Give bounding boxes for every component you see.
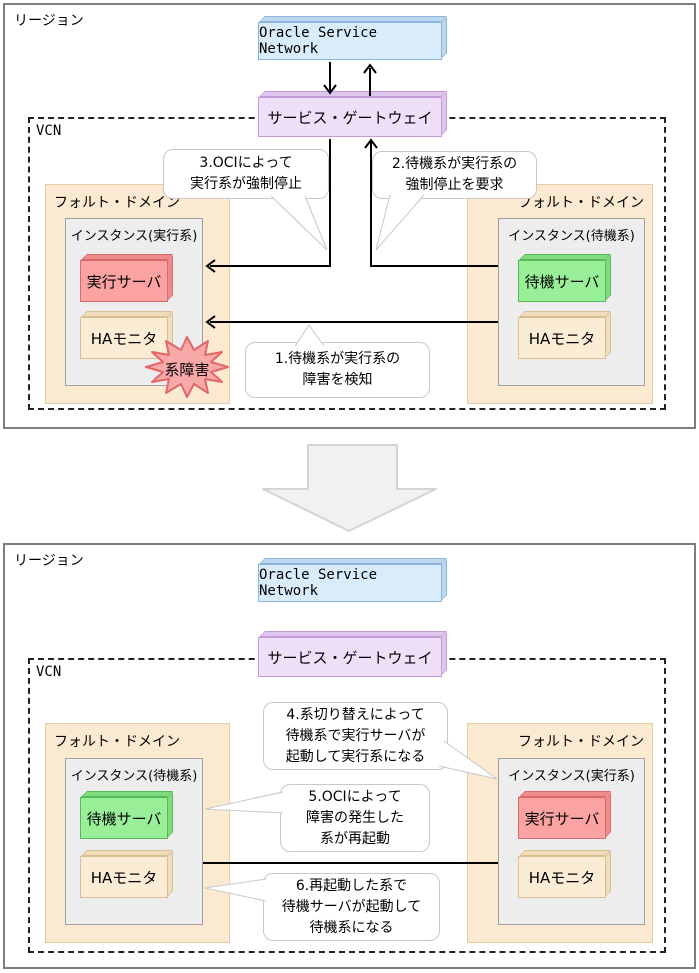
instance-left-bottom: インスタンス(待機系) — [65, 758, 203, 925]
callout-step5-line3: 系が再起動 — [320, 830, 390, 847]
active-server-label-bottom: 実行サーバ — [524, 809, 600, 828]
callout-step4-line1: 4.系切り替えによって — [286, 706, 425, 723]
vcn-label-top: VCN — [36, 123, 62, 139]
callout-step6-line2: 待機サーバが起動して — [281, 898, 422, 915]
standby-server-label-bottom: 待機サーバ — [86, 809, 162, 828]
callout-step6-line1: 6.再起動した系で — [295, 877, 408, 894]
ha-monitor-right-top-label: HAモニタ — [528, 329, 596, 348]
instance-right-top: インスタンス(待機系) — [498, 218, 645, 386]
ha-monitor-right-top: HAモニタ — [518, 317, 606, 359]
standby-server-node-top: 待機サーバ — [518, 260, 606, 302]
callout-step3-line2: 実行系が強制停止 — [190, 176, 302, 192]
instance-right-bottom-label: インスタンス(実行系) — [508, 769, 635, 784]
callout-step1-line2: 障害を検知 — [302, 372, 373, 388]
ha-monitor-right-bottom: HAモニタ — [518, 856, 606, 898]
callout-step1: 1.待機系が実行系の 障害を検知 — [245, 342, 430, 398]
fault-domain-left-bottom-label: フォルト・ドメイン — [54, 734, 180, 750]
oracle-service-network-label-top: Oracle Service Network — [259, 25, 378, 57]
callout-step5-line1: 5.OCIによって — [308, 788, 402, 805]
fault-domain-right-top-label: フォルト・ドメイン — [518, 195, 644, 211]
active-server-label-top: 実行サーバ — [86, 272, 162, 291]
callout-step4: 4.系切り替えによって 待機系で実行サーバが 起動して実行系になる — [263, 702, 448, 770]
region-label-bottom: リージョン — [14, 553, 84, 569]
service-gateway-label-bottom: サービス・ゲートウェイ — [267, 648, 433, 667]
instance-right-bottom: インスタンス(実行系) — [498, 758, 645, 925]
service-gateway-node-top: サービス・ゲートウェイ — [258, 97, 442, 137]
callout-step1-line1: 1.待機系が実行系の — [274, 351, 401, 367]
instance-right-top-label: インスタンス(待機系) — [508, 229, 635, 244]
ha-monitor-left-bottom: HAモニタ — [80, 856, 168, 898]
fault-domain-right-bottom-label: フォルト・ドメイン — [518, 734, 644, 750]
vcn-label-bottom: VCN — [36, 664, 62, 680]
callout-step5-line2: 障害の発生した — [306, 809, 404, 826]
instance-left-top-label: インスタンス(実行系) — [70, 229, 198, 244]
callout-step5: 5.OCIによって 障害の発生した 系が再起動 — [280, 784, 430, 852]
callout-step3: 3.OCIによって 実行系が強制停止 — [163, 149, 329, 199]
standby-server-node-bottom: 待機サーバ — [80, 797, 168, 839]
oracle-service-network-label-bottom: Oracle Service Network — [259, 567, 378, 599]
failure-burst-label: 系障害 — [164, 361, 210, 379]
ha-monitor-left-top: HAモニタ — [80, 317, 168, 359]
fault-domain-left-top-label: フォルト・ドメイン — [54, 195, 180, 211]
callout-step4-line3: 起動して実行系になる — [285, 748, 426, 765]
region-label-top: リージョン — [14, 13, 84, 29]
callout-step2: 2.待機系が実行系の 強制停止を要求 — [372, 151, 537, 199]
ha-monitor-left-top-label: HAモニタ — [90, 329, 158, 348]
oracle-service-network-node-top: Oracle Service Network — [258, 22, 442, 60]
standby-server-label-top: 待機サーバ — [524, 272, 600, 291]
service-gateway-label-top: サービス・ゲートウェイ — [267, 108, 433, 127]
service-gateway-node-bottom: サービス・ゲートウェイ — [258, 637, 442, 677]
callout-step4-line2: 待機系で実行サーバが — [285, 727, 426, 744]
instance-left-bottom-label: インスタンス(待機系) — [70, 769, 198, 784]
active-server-node-bottom: 実行サーバ — [518, 797, 606, 839]
callout-step6: 6.再起動した系で 待機サーバが起動して 待機系になる — [263, 873, 440, 941]
callout-step3-line1: 3.OCIによって — [199, 155, 293, 171]
callout-step6-line3: 待機系になる — [309, 919, 394, 936]
callout-step2-line2: 強制停止を要求 — [405, 177, 504, 193]
ha-monitor-left-bottom-label: HAモニタ — [90, 868, 158, 887]
oracle-service-network-node-bottom: Oracle Service Network — [258, 564, 442, 602]
active-server-node-top: 実行サーバ — [80, 260, 168, 302]
ha-monitor-right-bottom-label: HAモニタ — [528, 868, 596, 887]
callout-step2-line1: 2.待機系が実行系の — [391, 156, 518, 172]
down-arrow-icon — [262, 444, 437, 532]
